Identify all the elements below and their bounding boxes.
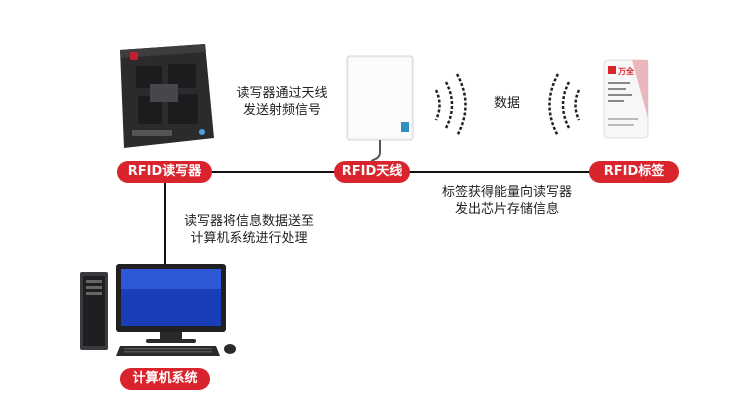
caption-line: 发出芯片存储信息 <box>454 202 559 217</box>
caption-line: 读写器将信息数据送至 <box>183 214 314 229</box>
connector-reader-antenna <box>212 171 337 173</box>
caption-data-wave: 数据 <box>493 96 520 111</box>
caption-line: 计算机系统进行处理 <box>190 231 308 246</box>
wave-left-icon <box>434 73 467 137</box>
label-computer-system: 计算机系统 <box>120 368 210 390</box>
caption-tag-to-reader: 标签获得能量向读写器 发出芯片存储信息 <box>432 184 582 218</box>
rfid-antenna-image <box>346 55 414 162</box>
wave-right-icon <box>548 73 581 137</box>
caption-line: 读写器通过天线 <box>236 86 328 101</box>
connector-antenna-tag <box>408 171 594 173</box>
label-rfid-antenna: RFID天线 <box>334 161 410 183</box>
caption-line: 发送射频信号 <box>242 103 321 118</box>
caption-reader-to-computer: 读写器将信息数据送至 计算机系统进行处理 <box>176 213 322 247</box>
caption-line: 标签获得能量向读写器 <box>441 185 572 200</box>
connector-reader-computer <box>164 182 166 265</box>
label-rfid-tag: RFID标签 <box>589 161 679 183</box>
label-rfid-reader: RFID读写器 <box>117 161 212 183</box>
tag-logo-text: 万全 <box>618 67 634 76</box>
caption-reader-to-antenna: 读写器通过天线 发送射频信号 <box>232 85 332 119</box>
rfid-tag-image <box>603 59 649 139</box>
computer-image <box>80 264 236 356</box>
rfid-reader-image <box>120 44 214 148</box>
